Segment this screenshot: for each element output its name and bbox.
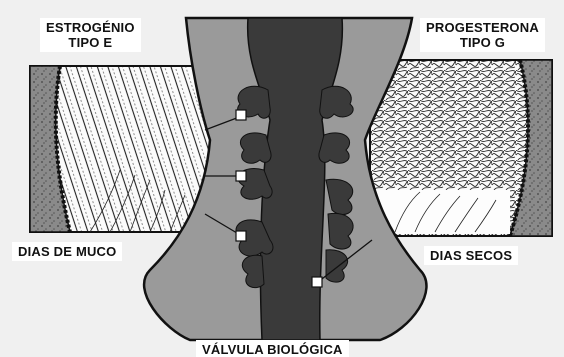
progesterone-label-line2: TIPO G <box>426 35 539 50</box>
progesterone-label-line1: PROGESTERONA <box>426 20 539 35</box>
estrogen-label-line2: TIPO E <box>46 35 135 50</box>
estrogen-label-line1: ESTROGÉNIO <box>46 20 135 35</box>
biological-valve-label: VÁLVULA BIOLÓGICA <box>196 340 349 357</box>
estrogen-type-e-label: ESTROGÉNIO TIPO E <box>40 18 141 52</box>
dry-days-label: DIAS SECOS <box>424 246 518 265</box>
mucus-days-label: DIAS DE MUCO <box>12 242 122 261</box>
left-crypt-block <box>30 66 220 232</box>
progesterone-type-g-label: PROGESTERONA TIPO G <box>420 18 545 52</box>
right-crypt-block <box>370 60 552 236</box>
